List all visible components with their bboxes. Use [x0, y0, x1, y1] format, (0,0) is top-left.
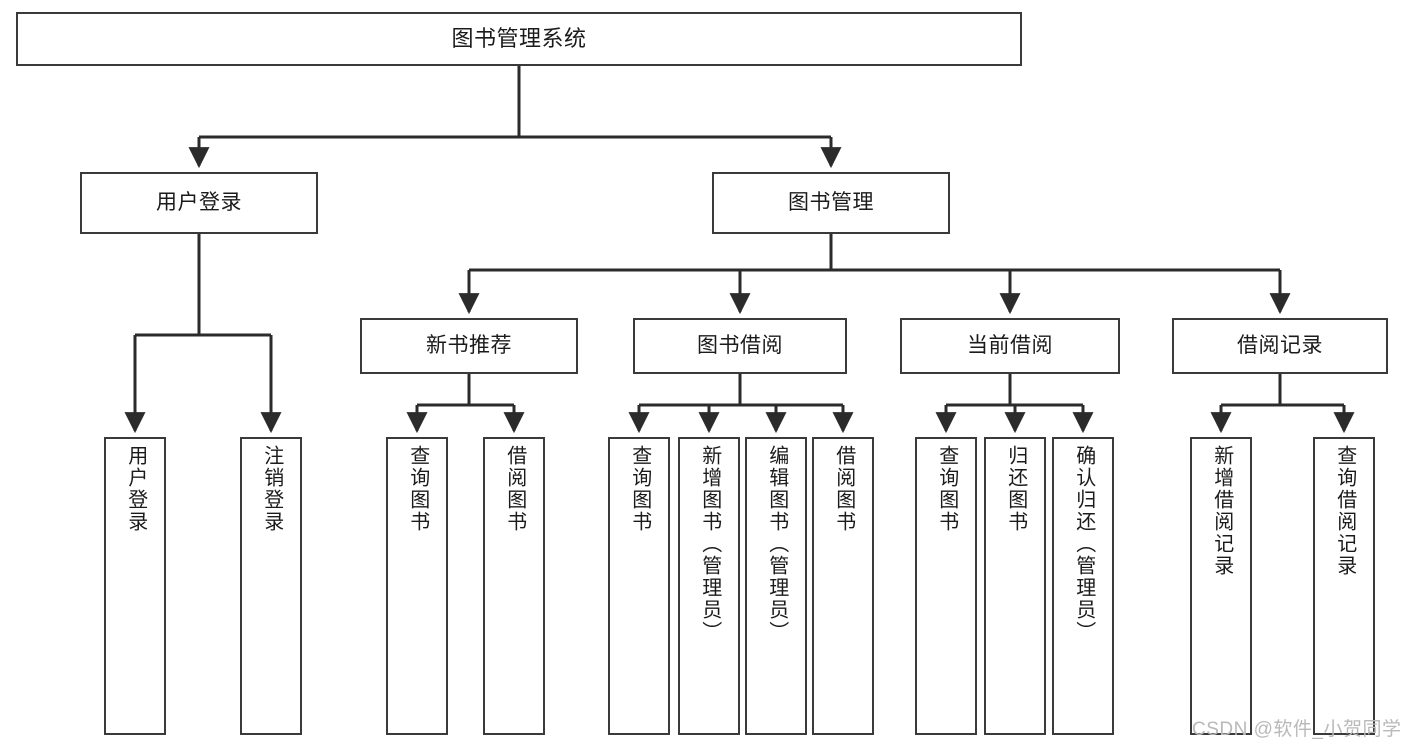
node-label: 查询图书: [935, 445, 958, 533]
leaf-lend-book[interactable]: 借阅图书: [812, 437, 874, 735]
node-label: 注销登录: [260, 445, 283, 533]
leaf-query-borrow-record[interactable]: 查询借阅记录: [1313, 437, 1375, 735]
node-label: 用户登录: [124, 445, 147, 533]
node-label: 编辑图书（管理员）: [765, 445, 788, 643]
leaf-add-borrow-record[interactable]: 新增借阅记录: [1190, 437, 1252, 735]
node-root-book-management-system[interactable]: 图书管理系统: [16, 12, 1022, 66]
node-label: 查询图书: [406, 445, 429, 533]
node-label: 新增借阅记录: [1210, 445, 1233, 577]
node-label: 图书管理系统: [451, 25, 587, 51]
leaf-add-book-admin[interactable]: 新增图书（管理员）: [678, 437, 740, 735]
node-label: 确认归还（管理员）: [1072, 445, 1095, 643]
node-label: 查询借阅记录: [1333, 445, 1356, 577]
node-label: 借阅记录: [1237, 333, 1323, 357]
node-label: 图书管理: [788, 190, 874, 214]
leaf-user-login[interactable]: 用户登录: [104, 437, 166, 735]
leaf-query-book-borrow[interactable]: 查询图书: [608, 437, 670, 735]
node-label: 用户登录: [156, 190, 242, 214]
node-borrow-record[interactable]: 借阅记录: [1172, 318, 1388, 374]
node-label: 归还图书: [1004, 445, 1027, 533]
node-label: 当前借阅: [967, 333, 1053, 357]
leaf-return-book[interactable]: 归还图书: [984, 437, 1046, 735]
node-label: 图书借阅: [697, 333, 783, 357]
leaf-borrow-book-new[interactable]: 借阅图书: [483, 437, 545, 735]
leaf-query-book-current[interactable]: 查询图书: [915, 437, 977, 735]
node-current-borrow[interactable]: 当前借阅: [900, 318, 1120, 374]
watermark-csdn: CSDN @软件_小贺同学: [1192, 719, 1402, 740]
node-user-login[interactable]: 用户登录: [80, 172, 318, 234]
node-label: 借阅图书: [503, 445, 526, 533]
node-label: 新增图书（管理员）: [698, 445, 721, 643]
node-new-book-recommend[interactable]: 新书推荐: [360, 318, 578, 374]
leaf-query-book-new[interactable]: 查询图书: [386, 437, 448, 735]
leaf-logout[interactable]: 注销登录: [240, 437, 302, 735]
node-book-management[interactable]: 图书管理: [712, 172, 950, 234]
node-book-borrow[interactable]: 图书借阅: [633, 318, 847, 374]
node-label: 借阅图书: [832, 445, 855, 533]
leaf-confirm-return-admin[interactable]: 确认归还（管理员）: [1052, 437, 1114, 735]
leaf-edit-book-admin[interactable]: 编辑图书（管理员）: [745, 437, 807, 735]
node-label: 新书推荐: [426, 333, 512, 357]
node-label: 查询图书: [628, 445, 651, 533]
